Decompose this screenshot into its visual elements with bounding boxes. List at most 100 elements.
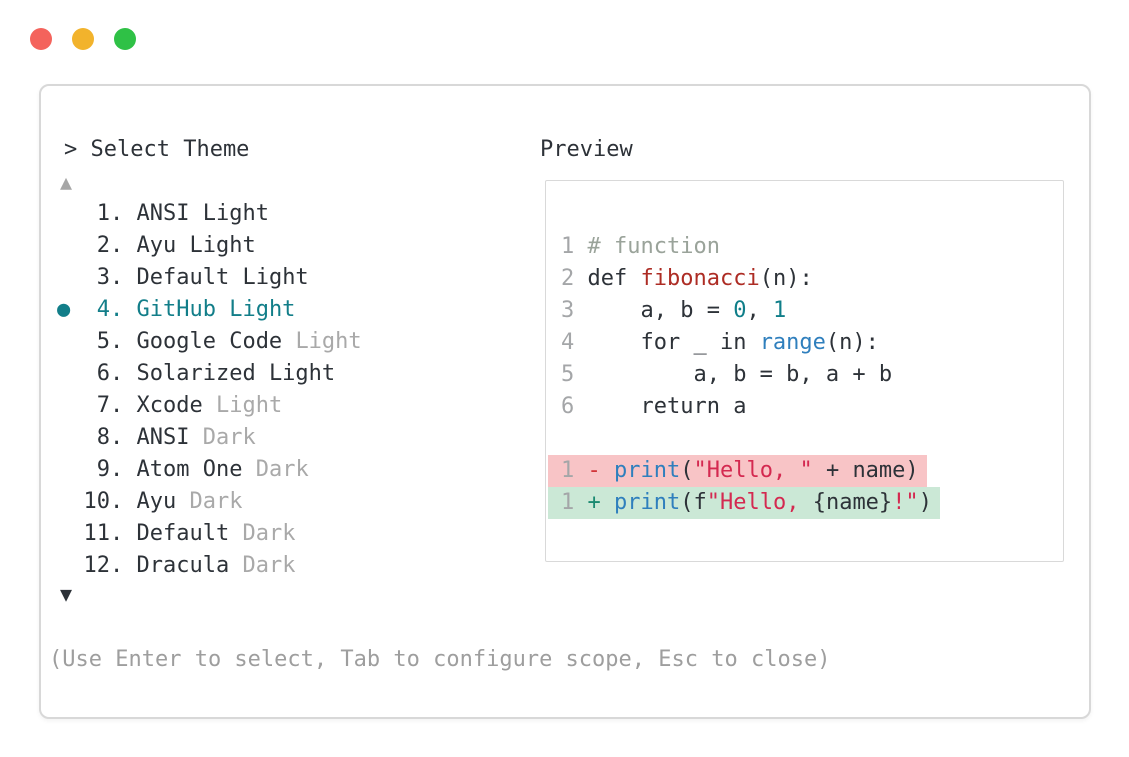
line-number: 1 <box>561 458 575 483</box>
bullet-spacer <box>57 233 84 258</box>
theme-option-number: 10. <box>83 489 137 514</box>
theme-option-3[interactable]: 3. Default Light <box>57 262 362 294</box>
theme-option-variant: Light <box>215 393 283 418</box>
code-token <box>574 458 587 483</box>
theme-option-number: 2. <box>83 233 137 258</box>
theme-option-variant: Light <box>189 233 256 258</box>
theme-option-6[interactable]: 6. Solarized Light <box>57 358 362 390</box>
minimize-button[interactable] <box>72 28 94 50</box>
code-token: "Hello, <box>706 490 813 515</box>
theme-option-name: Ayu <box>136 489 190 514</box>
bullet-spacer <box>57 553 84 578</box>
line-number: 3 <box>561 298 575 323</box>
code-token: a, b = <box>574 298 734 323</box>
bullet-spacer <box>57 329 84 354</box>
theme-option-number: 11. <box>83 521 137 546</box>
bullet-spacer <box>57 201 84 226</box>
bullet-spacer <box>57 457 84 482</box>
theme-option-4[interactable]: ● 4. GitHub Light <box>57 294 362 326</box>
code-line: 1 # function <box>561 231 1063 263</box>
theme-option-name: Atom One <box>136 457 256 482</box>
maximize-button[interactable] <box>114 28 136 50</box>
code-token <box>574 490 587 515</box>
code-token: range <box>759 330 826 355</box>
code-token: print <box>614 458 681 483</box>
code-token: print <box>614 490 681 515</box>
theme-option-12[interactable]: 12. Dracula Dark <box>57 550 362 582</box>
theme-option-11[interactable]: 11. Default Dark <box>57 518 362 550</box>
theme-option-7[interactable]: 7. Xcode Light <box>57 390 362 422</box>
help-text: (Use Enter to select, Tab to configure s… <box>49 647 831 672</box>
theme-option-name: Default <box>136 265 243 290</box>
theme-option-name: Default <box>136 521 243 546</box>
line-number: 1 <box>561 234 575 259</box>
theme-option-variant: Dark <box>255 457 309 482</box>
close-button[interactable] <box>30 28 52 50</box>
theme-option-9[interactable]: 9. Atom One Dark <box>57 454 362 486</box>
theme-option-variant: Light <box>268 361 336 386</box>
code-token: {name} <box>812 490 893 515</box>
code-token: return a <box>574 394 747 419</box>
theme-option-variant: Light <box>242 265 309 290</box>
code-token: (n): <box>759 266 813 291</box>
theme-option-8[interactable]: 8. ANSI Dark <box>57 422 362 454</box>
code-line <box>561 423 1063 455</box>
code-line: 3 a, b = 0, 1 <box>561 295 1063 327</box>
theme-option-name: ANSI <box>136 201 203 226</box>
code-line: 6 return a <box>561 391 1063 423</box>
diff-added-line: 1 + print(f"Hello, {name}!") <box>548 487 940 519</box>
code-token: fibonacci <box>640 266 760 291</box>
code-token: # function <box>574 234 720 259</box>
theme-option-number: 4. <box>83 297 137 322</box>
code-token: for _ in <box>574 330 760 355</box>
code-token: + name) <box>812 458 919 483</box>
code-token: !" <box>892 490 919 515</box>
theme-list: 1. ANSI Light 2. Ayu Light 3. Default Li… <box>57 198 362 582</box>
theme-option-10[interactable]: 10. Ayu Dark <box>57 486 362 518</box>
line-number: 1 <box>561 490 575 515</box>
code-line: 5 a, b = b, a + b <box>561 359 1063 391</box>
code-token: "Hello, " <box>693 458 813 483</box>
theme-option-number: 8. <box>83 425 137 450</box>
code-token: - <box>587 458 601 483</box>
theme-selector-dialog: > Select Theme Preview ▲ 1. ANSI Light 2… <box>39 84 1091 719</box>
bullet-spacer <box>57 489 84 514</box>
theme-option-number: 6. <box>83 361 137 386</box>
line-number: 6 <box>561 394 575 419</box>
theme-option-number: 7. <box>83 393 137 418</box>
line-number: 5 <box>561 362 575 387</box>
theme-option-variant: Light <box>229 297 296 322</box>
theme-option-variant: Dark <box>202 425 256 450</box>
code-token: ( <box>680 458 694 483</box>
theme-option-number: 3. <box>83 265 137 290</box>
code-token <box>601 458 614 483</box>
line-number: 2 <box>561 266 575 291</box>
theme-option-2[interactable]: 2. Ayu Light <box>57 230 362 262</box>
theme-option-variant: Light <box>295 329 362 354</box>
code-line: 2 def fibonacci(n): <box>561 263 1063 295</box>
code-token: ) <box>918 490 932 515</box>
code-token: 0 <box>733 298 747 323</box>
dialog-title: > Select Theme <box>64 137 250 162</box>
theme-option-number: 5. <box>83 329 137 354</box>
code-line: 4 for _ in range(n): <box>561 327 1063 359</box>
theme-option-1[interactable]: 1. ANSI Light <box>57 198 362 230</box>
line-number: 4 <box>561 330 575 355</box>
bullet-spacer <box>57 361 84 386</box>
diff-removed-line: 1 - print("Hello, " + name) <box>548 455 927 487</box>
theme-option-variant: Light <box>202 201 269 226</box>
code-token: a, b = b, a + b <box>574 362 893 387</box>
code-token: , <box>746 298 773 323</box>
scroll-down-icon[interactable]: ▼ <box>60 582 73 606</box>
preview-label: Preview <box>540 137 633 162</box>
code-token: (n): <box>825 330 879 355</box>
scroll-up-icon[interactable]: ▲ <box>60 170 73 194</box>
theme-option-variant: Dark <box>242 553 296 578</box>
theme-option-name: Google Code <box>136 329 296 354</box>
theme-option-variant: Dark <box>242 521 296 546</box>
code-token <box>601 490 614 515</box>
theme-option-5[interactable]: 5. Google Code Light <box>57 326 362 358</box>
